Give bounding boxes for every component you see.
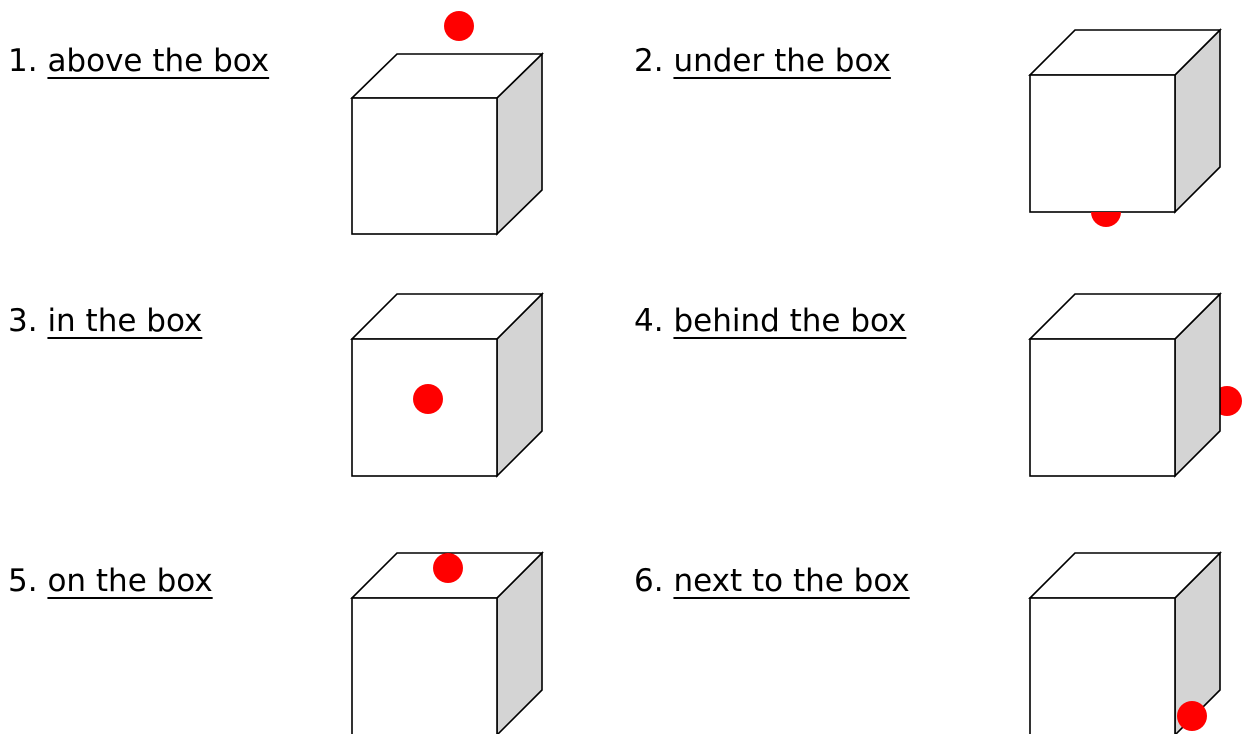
ball-1 [444, 11, 474, 41]
cube-2-front [1030, 75, 1175, 212]
ball-3 [413, 384, 443, 414]
cube-1 [352, 54, 542, 234]
cube-6-front [1030, 598, 1175, 734]
cube-1-front [352, 98, 497, 234]
cube-4-front [1030, 339, 1175, 476]
cube-4 [1030, 294, 1242, 476]
ball-2 [1091, 212, 1121, 227]
cube-5-front [352, 598, 497, 734]
ball-5 [433, 553, 463, 583]
cube-2 [1030, 30, 1220, 212]
ball-6 [1177, 701, 1207, 731]
cube-3 [352, 294, 542, 476]
